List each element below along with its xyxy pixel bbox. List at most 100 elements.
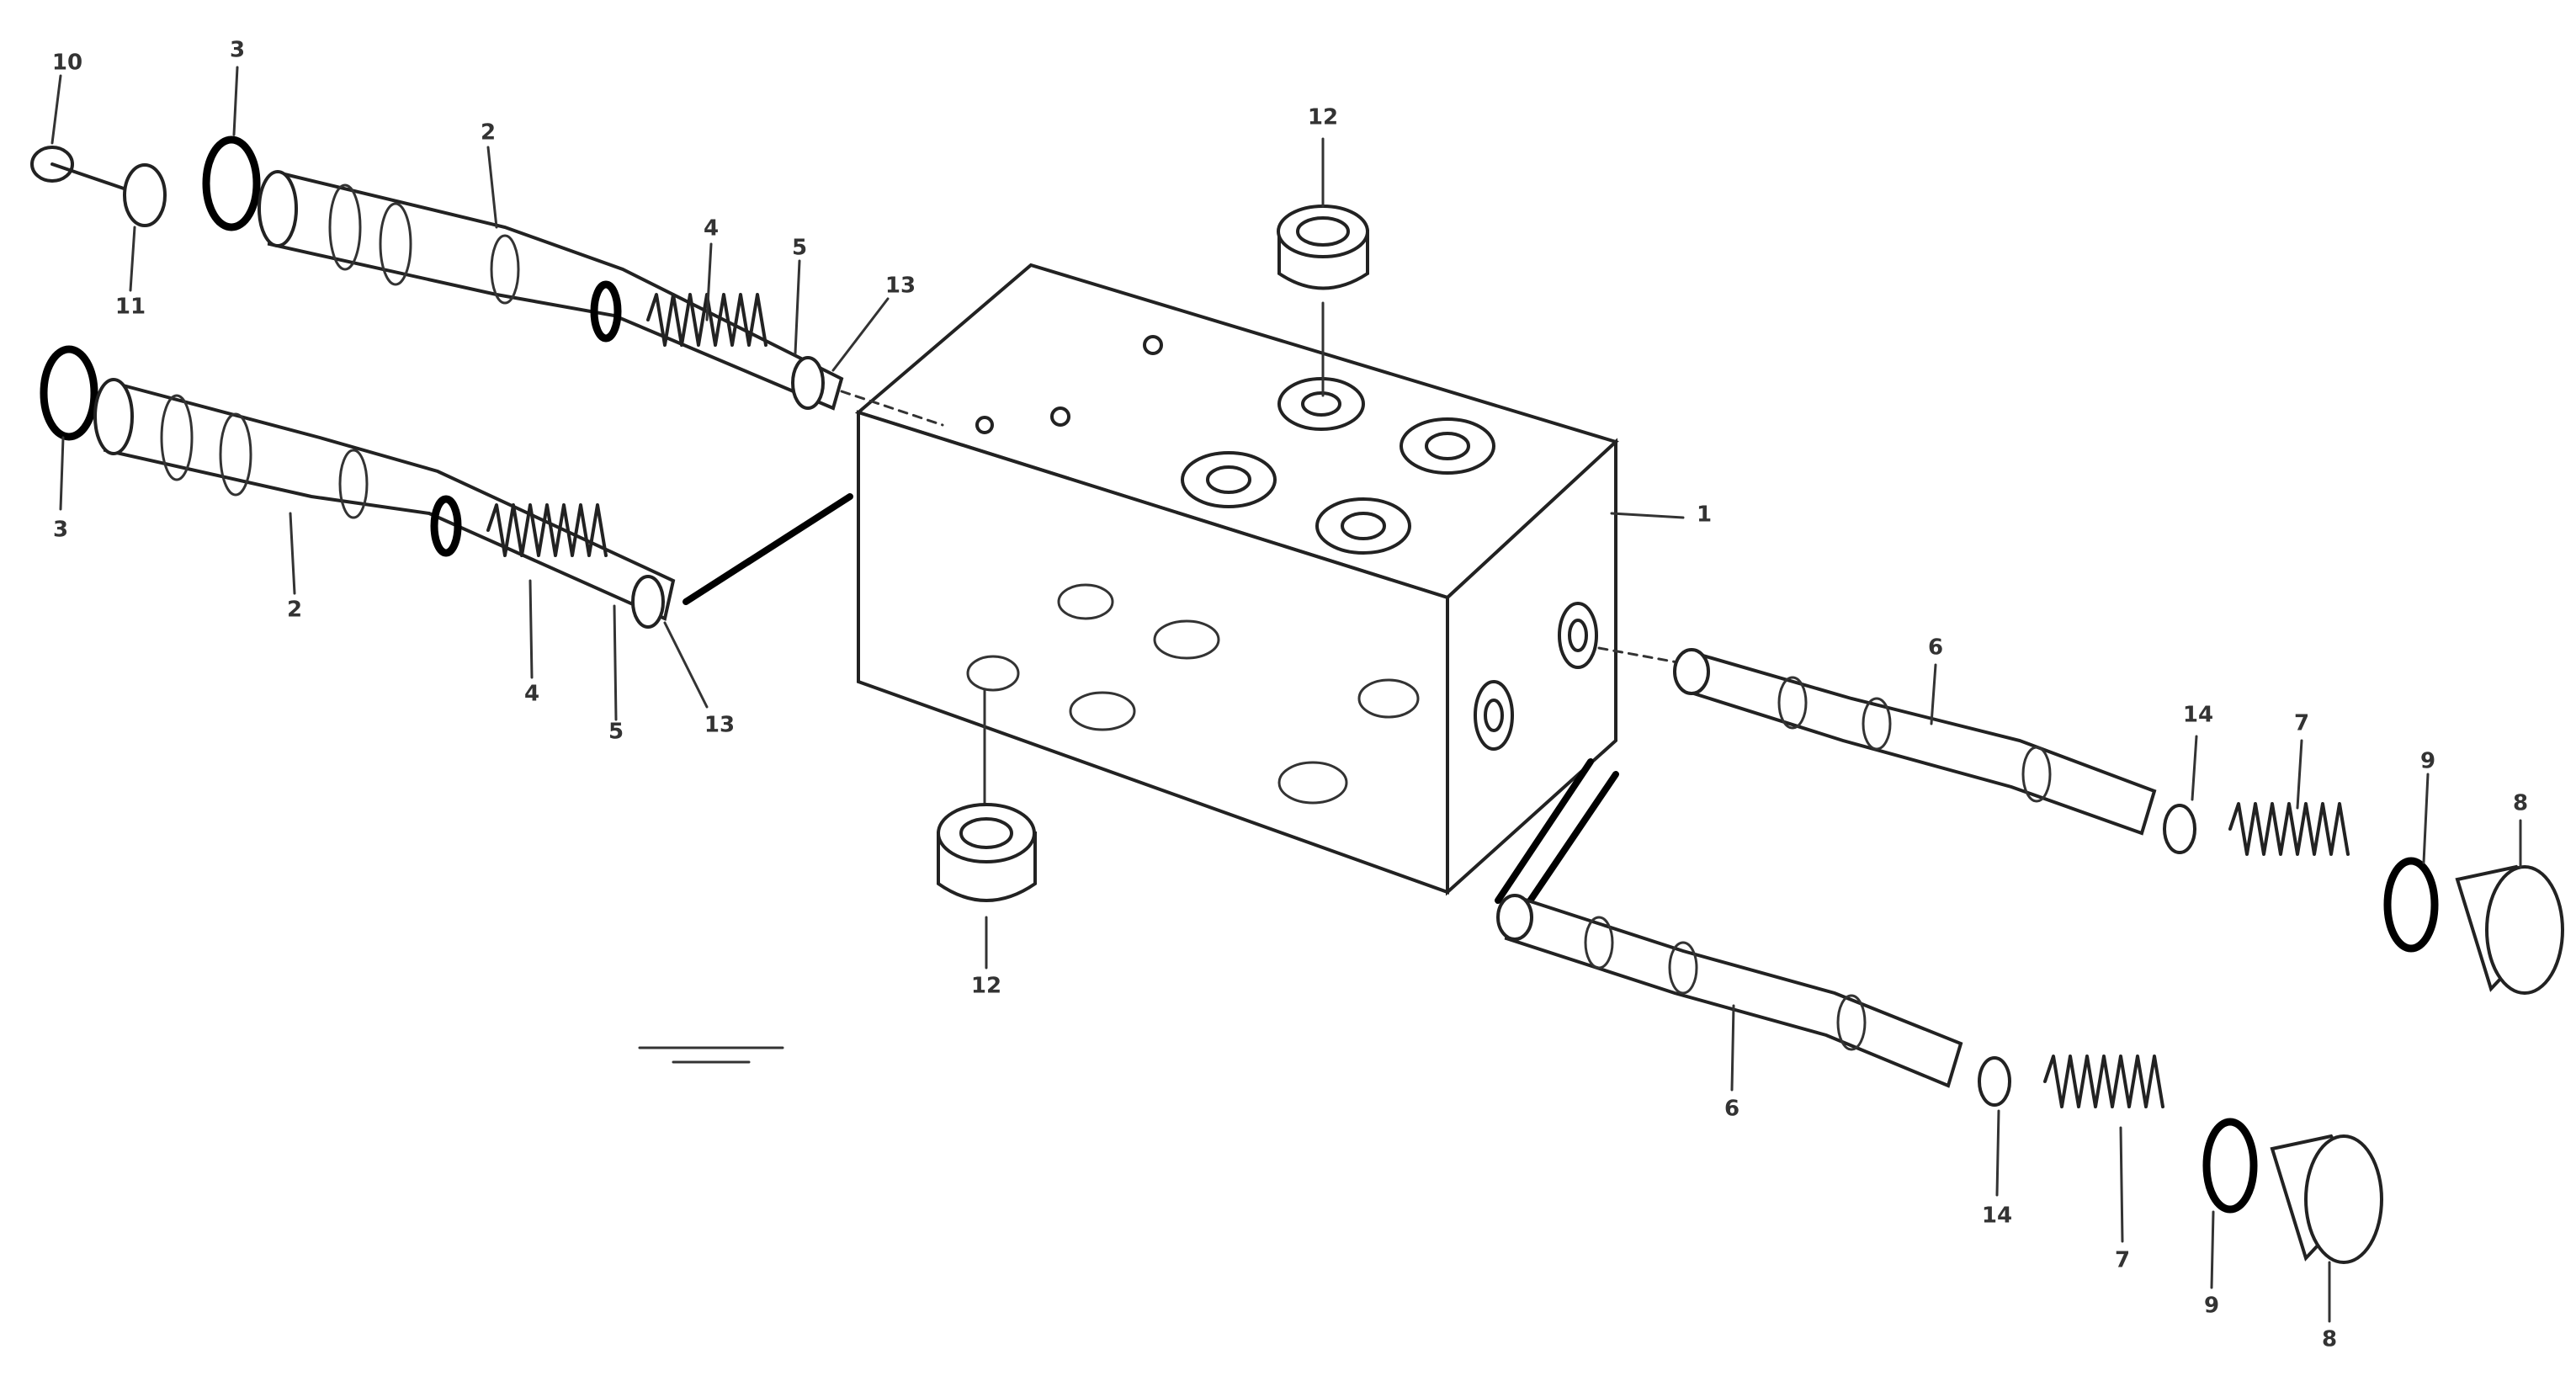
block-hole	[1143, 335, 1163, 355]
callout-3: 3	[230, 38, 245, 63]
right-lower-spool-assembly	[1495, 758, 2383, 1323]
block-bore	[1069, 691, 1136, 731]
spring	[2043, 1055, 2164, 1108]
washer	[123, 163, 167, 227]
side-port-inner	[1484, 699, 1504, 732]
leader-line	[232, 66, 239, 136]
callout-5: 5	[608, 720, 624, 745]
o-ring	[2383, 857, 2439, 953]
callout-11: 11	[115, 295, 146, 320]
callout-4: 4	[524, 682, 539, 707]
bottom-plug-socket	[959, 817, 1013, 849]
assembly-line	[1495, 758, 1594, 904]
block-hole	[975, 416, 994, 434]
leader-line	[705, 242, 713, 321]
leader-line	[289, 512, 296, 595]
callout-1: 1	[1697, 502, 1712, 528]
assembly-line	[840, 390, 944, 427]
callout-14: 14	[2183, 703, 2213, 728]
block-bore	[1057, 583, 1114, 620]
callout-12: 12	[971, 974, 1001, 999]
lower-left-spool-assembly	[40, 345, 853, 721]
spring	[646, 293, 767, 347]
valve-block-side-face	[1446, 438, 1617, 896]
o-ring	[40, 345, 98, 441]
o-ring	[202, 135, 261, 231]
leader-line	[1730, 1004, 1735, 1092]
spool-land	[338, 449, 369, 519]
spool-land	[1862, 697, 1892, 751]
right-upper-spool-assembly	[1597, 646, 2564, 995]
block-bore	[1277, 761, 1348, 805]
spool-body	[267, 170, 844, 411]
leader-line	[528, 579, 534, 679]
callout-8: 8	[2513, 791, 2528, 816]
leader-line	[50, 74, 62, 145]
bottom-plug-assembly	[937, 688, 1037, 970]
leader-line	[1995, 1109, 2000, 1197]
assembly-line	[683, 493, 853, 605]
callout-4: 4	[704, 216, 719, 242]
spool-end	[1673, 648, 1710, 695]
side-port-inner	[1568, 619, 1588, 652]
spool-body	[1681, 650, 2157, 836]
callout-7: 7	[2115, 1248, 2130, 1273]
washer	[2163, 804, 2196, 854]
drawing-stamp	[638, 1046, 784, 1064]
valve-block	[854, 263, 1619, 896]
end-cap-face	[2485, 865, 2564, 995]
callout-13: 13	[704, 713, 735, 738]
spool-body	[1504, 894, 1963, 1088]
spool-land	[1777, 676, 1808, 730]
top-plug-socket	[1296, 216, 1350, 247]
callout-3: 3	[53, 518, 68, 543]
spring	[2228, 802, 2350, 856]
spring	[486, 503, 608, 557]
assembly-line	[1524, 771, 1619, 908]
callout-8: 8	[2322, 1327, 2337, 1352]
block-port-inner	[1206, 465, 1251, 494]
spool-land	[160, 394, 194, 481]
spacer	[791, 356, 825, 410]
spool-land	[1668, 941, 1698, 995]
callout-2: 2	[287, 598, 302, 623]
spool-land	[1584, 916, 1614, 970]
block-hole	[1050, 406, 1070, 427]
callout-9: 9	[2420, 749, 2435, 774]
spool-land	[328, 183, 362, 271]
o-ring	[2202, 1118, 2258, 1214]
leader-line	[794, 259, 801, 355]
callout-14: 14	[1982, 1203, 2012, 1229]
leader-line	[59, 436, 65, 511]
leader-line	[613, 604, 618, 721]
top-plug-assembly	[1277, 137, 1369, 397]
leader-line	[2296, 739, 2303, 810]
callout-5: 5	[792, 236, 807, 261]
callout-6: 6	[1724, 1097, 1739, 1122]
block-port-inner	[1425, 432, 1470, 460]
leader-line	[1610, 512, 1685, 519]
spool-body	[103, 380, 676, 621]
spool-end	[258, 170, 298, 247]
spool-land	[2021, 746, 2052, 803]
leader-line	[1930, 663, 1937, 725]
callout-13: 13	[885, 274, 916, 299]
leader-line	[663, 621, 709, 709]
spacer	[631, 575, 665, 629]
leader-line	[2422, 773, 2430, 864]
callout-6: 6	[1928, 635, 1943, 661]
leader-line	[129, 226, 136, 292]
spool-land	[379, 202, 412, 286]
leader-line	[2119, 1126, 2124, 1243]
callout-9: 9	[2204, 1294, 2219, 1319]
spool-end	[93, 378, 134, 455]
spool-o-ring	[430, 495, 462, 557]
small-plug-shank	[50, 162, 128, 191]
upper-left-spool-assembly	[30, 66, 944, 427]
leader-line	[2210, 1210, 2215, 1289]
spool-land	[1836, 994, 1867, 1051]
block-port-inner	[1301, 391, 1341, 417]
washer	[1978, 1056, 2011, 1107]
callout-2: 2	[481, 120, 496, 146]
block-port-inner	[1341, 512, 1386, 540]
